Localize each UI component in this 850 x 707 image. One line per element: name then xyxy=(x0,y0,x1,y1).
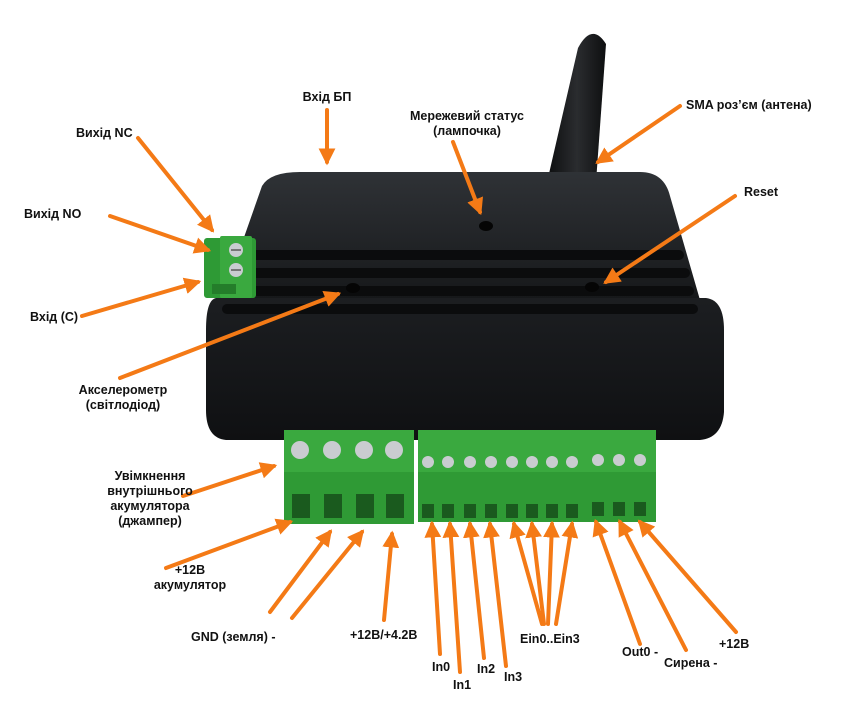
arrow-output-no xyxy=(108,214,212,254)
arrow-accelerometer xyxy=(118,290,342,380)
arrow-gnd-2 xyxy=(290,529,365,620)
arrow-out0 xyxy=(592,518,642,646)
label-battery-enable-line4: (джампер) xyxy=(118,514,182,528)
label-battery-enable-line1: Увімкнення xyxy=(114,469,186,483)
arrow-in0 xyxy=(424,520,442,656)
label-battery-enable: Увімкнення внутрішнього акумулятора (джа… xyxy=(80,469,220,529)
label-input-c: Вхід (С) xyxy=(30,310,79,324)
relay-terminal-block xyxy=(204,236,256,298)
reset-button-hole[interactable] xyxy=(585,282,599,292)
device-housing xyxy=(206,172,724,440)
label-in0: In0 xyxy=(432,660,451,674)
label-plus-12-42: +12В/+4.2В xyxy=(350,628,418,642)
arrow-gnd-1 xyxy=(268,529,333,614)
arrow-siren xyxy=(618,519,688,652)
pointer-arrows xyxy=(80,104,738,674)
arrow-battery-enable xyxy=(181,462,278,498)
label-in2: In2 xyxy=(477,662,496,676)
label-network-status-line1: Мережевий статус xyxy=(409,109,524,123)
arrow-plus-12-42 xyxy=(382,530,400,622)
arrow-output-nc xyxy=(136,136,215,233)
label-output-nc: Вихід NC xyxy=(76,126,133,140)
label-accelerometer-line2: (світлодіод) xyxy=(85,398,161,412)
arrow-network-status xyxy=(451,140,484,216)
label-power-input: Вхід БП xyxy=(302,90,352,104)
arrow-ein0 xyxy=(509,520,544,626)
arrow-input-c xyxy=(80,277,202,318)
label-accelerometer: Акселерометр (світлодіод) xyxy=(48,383,198,413)
terminal-block-power xyxy=(284,430,414,524)
label-siren: Сирена - xyxy=(664,656,718,670)
label-network-status: Мережевий статус (лампочка) xyxy=(392,109,542,139)
label-gnd: GND (земля) - xyxy=(191,630,276,644)
label-battery-12v: +12В акумулятор xyxy=(140,563,240,593)
arrow-reset xyxy=(603,194,737,284)
status-led-hole xyxy=(479,221,493,231)
label-out0: Out0 - xyxy=(622,645,659,659)
accelerometer-led-hole xyxy=(346,283,360,293)
label-battery-12v-line1: +12В xyxy=(174,563,206,577)
label-output-no: Вихід NO xyxy=(24,207,82,221)
arrow-sma xyxy=(595,104,682,164)
label-in1: In1 xyxy=(453,678,472,692)
arrow-ein1 xyxy=(525,520,546,626)
label-network-status-line2: (лампочка) xyxy=(433,124,501,138)
label-accelerometer-line1: Акселерометр xyxy=(78,383,168,397)
label-reset: Reset xyxy=(744,185,779,199)
terminal-block-outputs xyxy=(584,430,656,522)
arrow-plus12 xyxy=(637,519,738,634)
arrow-in2 xyxy=(463,520,486,660)
terminal-block-inputs xyxy=(418,430,586,522)
label-battery-enable-line2: внутрішнього xyxy=(107,484,193,498)
label-sma-connector: SMA роз’єм (антена) xyxy=(686,98,812,112)
arrow-in3 xyxy=(483,520,508,668)
arrow-battery-12v xyxy=(164,518,294,570)
label-in3: In3 xyxy=(504,670,523,684)
label-plus12: +12В xyxy=(719,637,750,651)
arrow-ein3 xyxy=(554,520,579,626)
label-ein: Ein0..Ein3 xyxy=(520,632,580,646)
label-battery-12v-line2: акумулятор xyxy=(153,578,227,592)
arrow-in1 xyxy=(442,520,462,674)
arrow-ein2 xyxy=(543,520,560,626)
antenna xyxy=(548,33,606,183)
label-battery-enable-line3: акумулятора xyxy=(110,499,190,513)
